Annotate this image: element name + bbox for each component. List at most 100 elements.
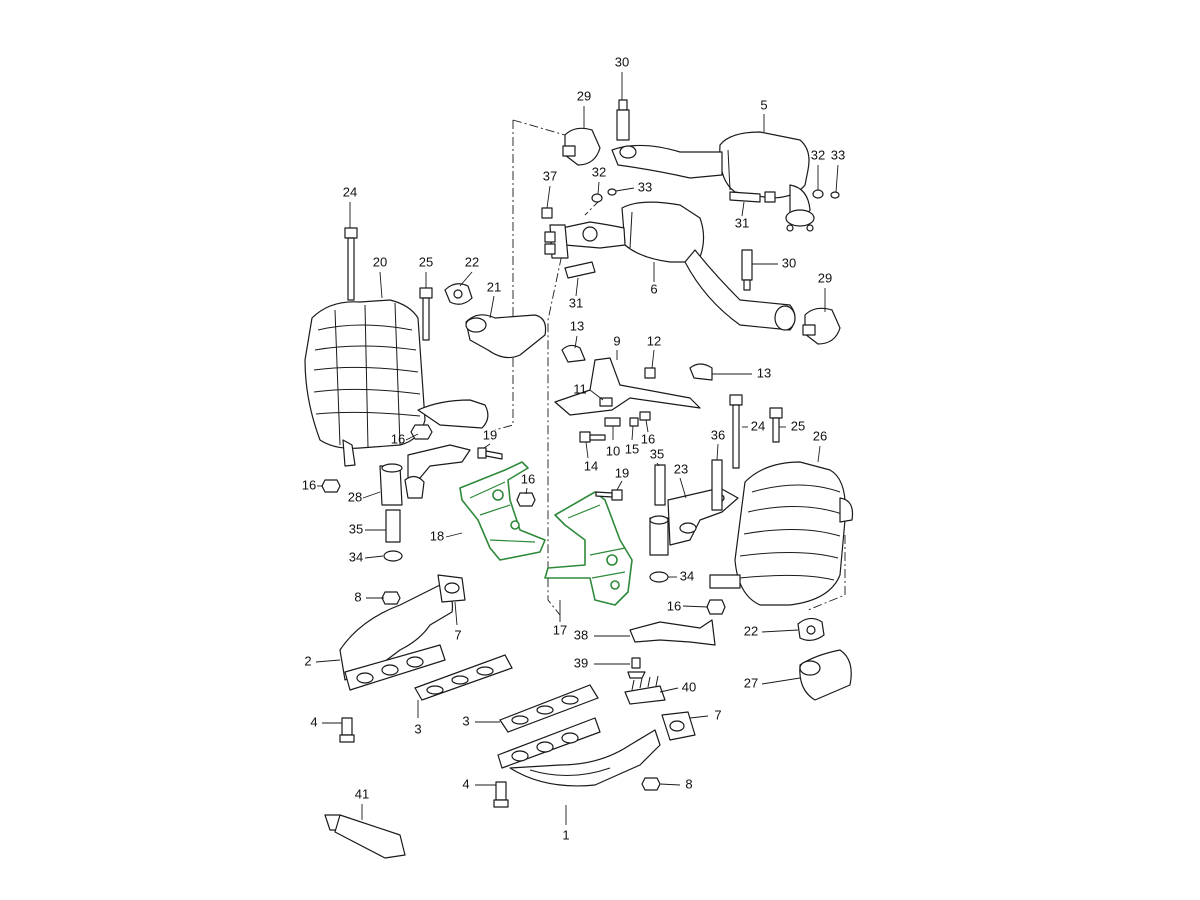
callout-29[interactable]: 29: [577, 88, 591, 128]
callout-15[interactable]: 15: [625, 425, 639, 456]
callout-24[interactable]: 24: [742, 418, 765, 433]
svg-text:25: 25: [419, 254, 433, 269]
callout-7[interactable]: 7: [689, 707, 722, 722]
callout-2[interactable]: 2: [304, 653, 341, 668]
callout-8[interactable]: 8: [659, 776, 693, 791]
callout-30[interactable]: 30: [615, 54, 629, 100]
callout-25[interactable]: 25: [419, 254, 433, 288]
callout-4[interactable]: 4: [310, 714, 342, 729]
nut-small: [321, 424, 536, 507]
callout-34[interactable]: 34: [349, 549, 384, 564]
callout-16[interactable]: 16: [521, 471, 535, 495]
nut-small: [381, 591, 401, 605]
callout-22[interactable]: 22: [459, 254, 479, 287]
svg-text:37: 37: [543, 168, 557, 183]
gasket: [414, 654, 513, 701]
callout-6[interactable]: 6: [650, 262, 658, 296]
bracket-highlighted-18: [459, 461, 546, 561]
callout-27[interactable]: 27: [744, 675, 801, 690]
callout-41[interactable]: 41: [355, 786, 369, 820]
callout-13[interactable]: 13: [570, 318, 584, 349]
catalytic-converter: [549, 201, 796, 331]
svg-text:39: 39: [574, 655, 588, 670]
callout-39[interactable]: 39: [574, 655, 630, 670]
callout-25[interactable]: 25: [779, 418, 805, 433]
callout-31[interactable]: 31: [735, 201, 749, 230]
silencer-front: [611, 131, 815, 232]
heat-shield: [624, 619, 716, 705]
callout-35[interactable]: 35: [650, 446, 664, 467]
callout-13[interactable]: 13: [712, 365, 771, 380]
svg-text:28: 28: [348, 489, 362, 504]
callout-34[interactable]: 34: [668, 568, 694, 583]
svg-text:17: 17: [553, 622, 567, 637]
svg-text:35: 35: [650, 446, 664, 461]
callout-10[interactable]: 10: [606, 426, 620, 458]
svg-text:23: 23: [674, 461, 688, 476]
callout-5[interactable]: 5: [760, 97, 768, 132]
callout-29[interactable]: 29: [818, 270, 832, 312]
callout-16[interactable]: 16: [391, 431, 419, 446]
callout-30[interactable]: 30: [752, 255, 796, 270]
callout-12[interactable]: 12: [647, 333, 661, 369]
svg-text:33: 33: [638, 179, 652, 194]
callout-16[interactable]: 16: [641, 419, 655, 446]
svg-text:4: 4: [462, 776, 469, 791]
callout-7[interactable]: 7: [454, 601, 462, 642]
callout-8[interactable]: 8: [354, 589, 384, 604]
gasket: [499, 684, 599, 733]
callout-40[interactable]: 40: [659, 679, 696, 694]
clamp-band: [562, 127, 841, 345]
callout-19[interactable]: 19: [483, 427, 497, 449]
callout-16[interactable]: 16: [302, 477, 323, 492]
svg-text:10: 10: [606, 443, 620, 458]
callout-14[interactable]: 14: [584, 441, 598, 473]
callout-1[interactable]: 1: [562, 805, 570, 842]
callout-4[interactable]: 4: [462, 776, 496, 791]
svg-text:34: 34: [680, 568, 694, 583]
svg-text:30: 30: [782, 255, 796, 270]
svg-text:22: 22: [744, 623, 758, 638]
callout-31[interactable]: 31: [569, 277, 583, 310]
callout-11[interactable]: 11: [573, 381, 604, 401]
callout-28[interactable]: 28: [348, 489, 381, 504]
callout-36[interactable]: 36: [711, 427, 725, 461]
svg-text:7: 7: [714, 707, 721, 722]
svg-text:16: 16: [641, 431, 655, 446]
svg-text:35: 35: [349, 521, 363, 536]
svg-text:5: 5: [760, 97, 767, 112]
callout-18[interactable]: 18: [430, 528, 463, 543]
callout-24[interactable]: 24: [343, 184, 357, 228]
bracket-highlighted-17: [544, 491, 633, 606]
svg-text:24: 24: [751, 418, 765, 433]
callout-26[interactable]: 26: [813, 428, 827, 463]
callout-32[interactable]: 32: [811, 147, 825, 190]
callout-17[interactable]: 17: [553, 600, 567, 637]
svg-text:12: 12: [647, 333, 661, 348]
rear-muffler-right: [709, 461, 854, 606]
callout-38[interactable]: 38: [574, 627, 630, 642]
callout-3[interactable]: 3: [462, 713, 500, 728]
callout-16[interactable]: 16: [667, 598, 709, 613]
callout-32[interactable]: 32: [592, 164, 606, 195]
callout-33[interactable]: 33: [831, 147, 845, 193]
svg-text:14: 14: [584, 458, 598, 473]
callout-23[interactable]: 23: [674, 461, 688, 499]
callout-22[interactable]: 22: [744, 623, 799, 638]
svg-text:19: 19: [615, 465, 629, 480]
callout-21[interactable]: 21: [487, 279, 501, 319]
hanger-left: [379, 444, 471, 562]
callout-9[interactable]: 9: [613, 333, 621, 360]
stud-bolt: [339, 717, 355, 743]
callout-19[interactable]: 19: [615, 465, 629, 491]
callout-3[interactable]: 3: [414, 700, 422, 736]
svg-text:24: 24: [343, 184, 357, 199]
svg-text:32: 32: [811, 147, 825, 162]
callout-33[interactable]: 33: [615, 179, 652, 194]
callout-35[interactable]: 35: [349, 521, 386, 536]
callout-37[interactable]: 37: [543, 168, 557, 209]
callout-20[interactable]: 20: [373, 254, 387, 299]
svg-text:36: 36: [711, 427, 725, 442]
svg-text:25: 25: [791, 418, 805, 433]
